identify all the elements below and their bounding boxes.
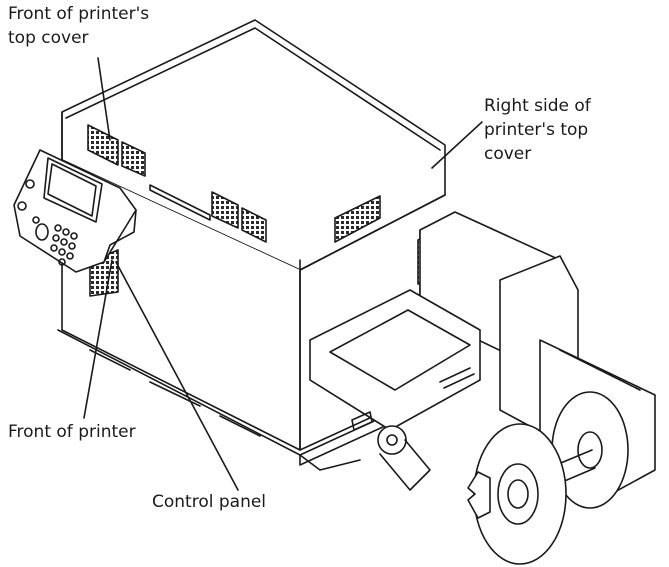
callout-front-top-cover-line-2: top cover — [8, 28, 89, 48]
leader-front-of-printer — [83, 259, 113, 419]
callout-control-panel: Control panel — [152, 492, 267, 512]
callout-right-side-line-1: Right side of — [484, 96, 591, 116]
callout-front-top-cover: Front of printer's top cover — [8, 2, 149, 50]
callout-right-side-top-cover: Right side of printer's top cover — [484, 94, 591, 166]
leader-front-top-cover — [97, 57, 111, 141]
control-panel — [13, 149, 137, 273]
callout-right-side-line-3: cover — [484, 144, 532, 164]
callout-front-top-cover-line-1: Front of printer's — [8, 4, 150, 24]
roll-holders — [467, 391, 629, 565]
leader-lines — [83, 57, 483, 491]
callout-front-of-printer: Front of printer — [8, 422, 136, 442]
leader-right-side-top-cover — [431, 121, 483, 169]
callout-right-side-line-2: printer's top — [484, 120, 589, 140]
leader-control-panel — [115, 261, 239, 491]
label-unit — [299, 211, 656, 501]
